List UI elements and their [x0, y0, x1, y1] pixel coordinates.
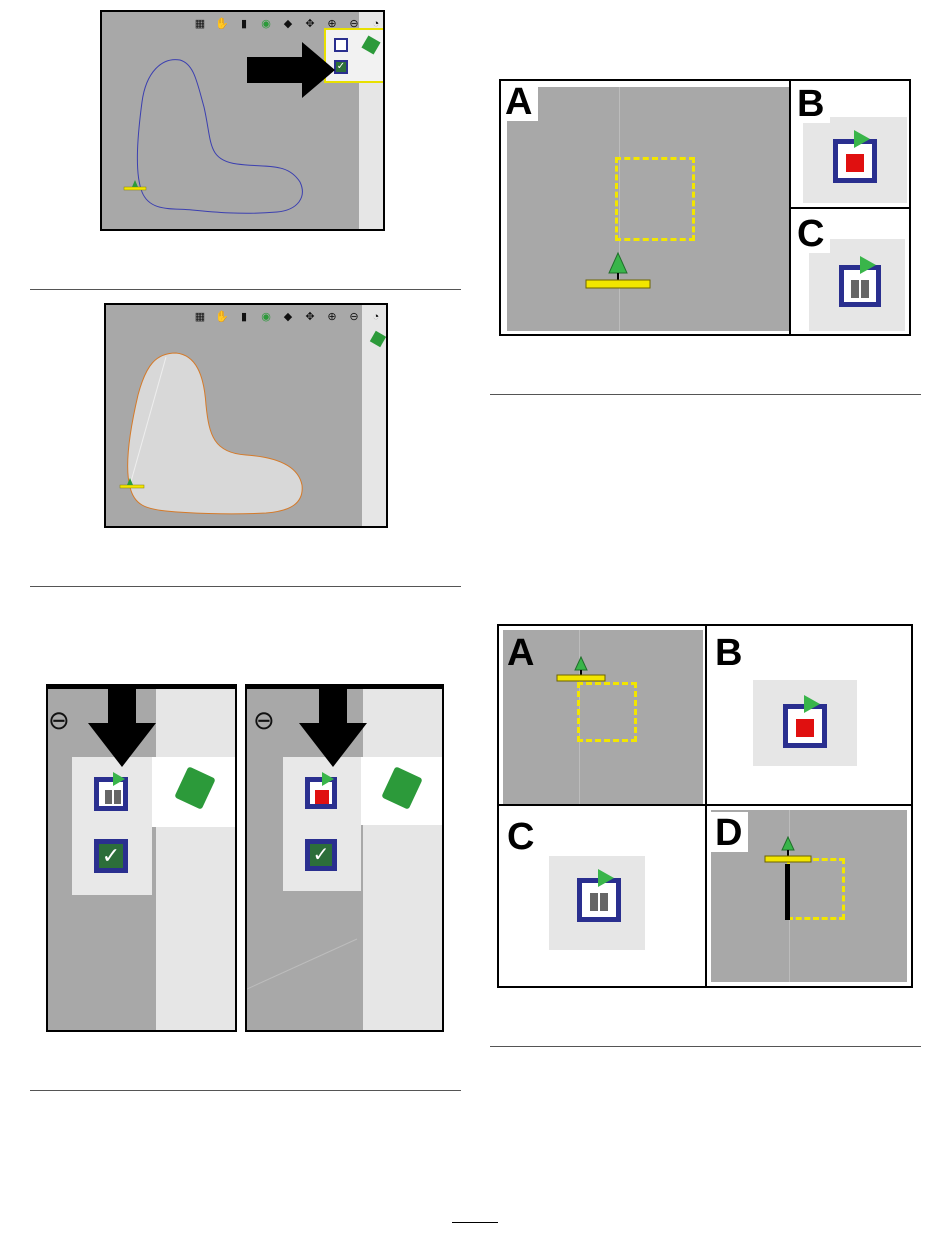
label-b: B — [793, 83, 830, 123]
field-area — [106, 305, 388, 528]
faint-line — [247, 689, 444, 1032]
figure-4: A B C — [499, 79, 911, 336]
panel-c: C — [791, 209, 909, 334]
vehicle-icon — [763, 836, 817, 866]
divider — [490, 1046, 921, 1047]
guide-box — [615, 157, 695, 241]
pause-recording-icon[interactable] — [577, 878, 621, 922]
divider — [490, 394, 921, 395]
label-a: A — [501, 81, 538, 121]
guide-box — [787, 858, 845, 920]
pause-recording-icon[interactable] — [839, 265, 881, 307]
field-icon[interactable] — [174, 766, 216, 809]
label-d: D — [711, 812, 748, 852]
vehicle-icon — [583, 251, 653, 291]
stop-recording-icon[interactable] — [783, 704, 827, 748]
stop-recording-icon[interactable] — [833, 139, 877, 183]
down-arrow — [86, 684, 158, 769]
panel-b: B — [791, 81, 909, 209]
side-panel — [156, 689, 237, 1032]
figure-5: A B C D — [497, 624, 913, 988]
figure-2-map-screen: ▦ ✋ ▮ ◉ ◆ ✥ ⊕ ⊖ ◔ — [104, 303, 388, 528]
panel-b: B — [707, 626, 911, 806]
zoom-icon[interactable]: ⊖ — [48, 707, 70, 733]
pause-recording-icon[interactable] — [94, 777, 128, 811]
guide-box — [577, 682, 637, 742]
label-b: B — [711, 632, 748, 672]
panel-a: A — [499, 626, 707, 806]
field-icon[interactable] — [361, 35, 380, 54]
label-c: C — [793, 213, 830, 253]
field-tile — [152, 757, 236, 827]
recorded-track — [785, 864, 790, 920]
figure-3-right-panel: ⊖ ✓ — [245, 684, 444, 1032]
vehicle-icon — [555, 656, 609, 684]
figure-1-map-screen: ▦ ✋ ▮ ◉ ◆ ✥ ⊕ ⊖ ◔ ✓ — [100, 10, 385, 231]
panel-a: A — [501, 81, 791, 334]
callout-arrow — [247, 42, 337, 102]
divider — [30, 1090, 461, 1091]
label-a: A — [503, 632, 540, 672]
page-number-line — [452, 1222, 498, 1223]
panel-c: C — [499, 806, 707, 986]
panel-d: D — [707, 806, 911, 986]
label-c: C — [503, 816, 540, 856]
divider — [30, 586, 461, 587]
divider — [30, 289, 461, 290]
figure-3-left-panel: ⊖ ✓ — [46, 684, 237, 1032]
accept-boundary-icon[interactable]: ✓ — [94, 839, 128, 873]
